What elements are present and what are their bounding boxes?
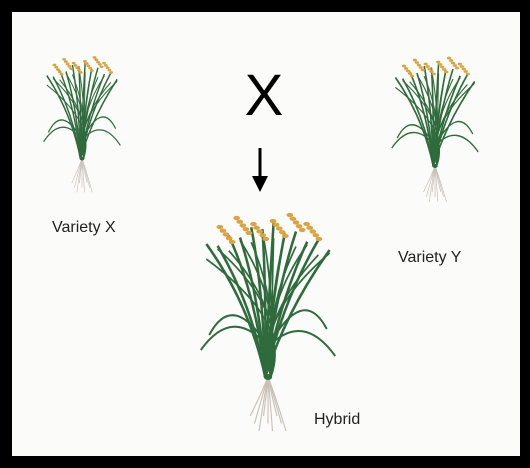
diagram-panel: Variety X X Variety Y Hybrid [12,12,520,456]
parent-label-variety-y: Variety Y [398,249,461,267]
hybrid-label: Hybrid [314,411,360,429]
parent-plant-variety-y [390,48,480,208]
hybrid-plant [198,200,338,440]
arrow-down-icon [250,146,270,194]
cross-symbol-text: X [236,68,292,124]
cross-symbol: X [236,68,292,124]
parent-plant-variety-x [42,48,122,198]
parent-label-variety-x: Variety X [52,219,116,237]
